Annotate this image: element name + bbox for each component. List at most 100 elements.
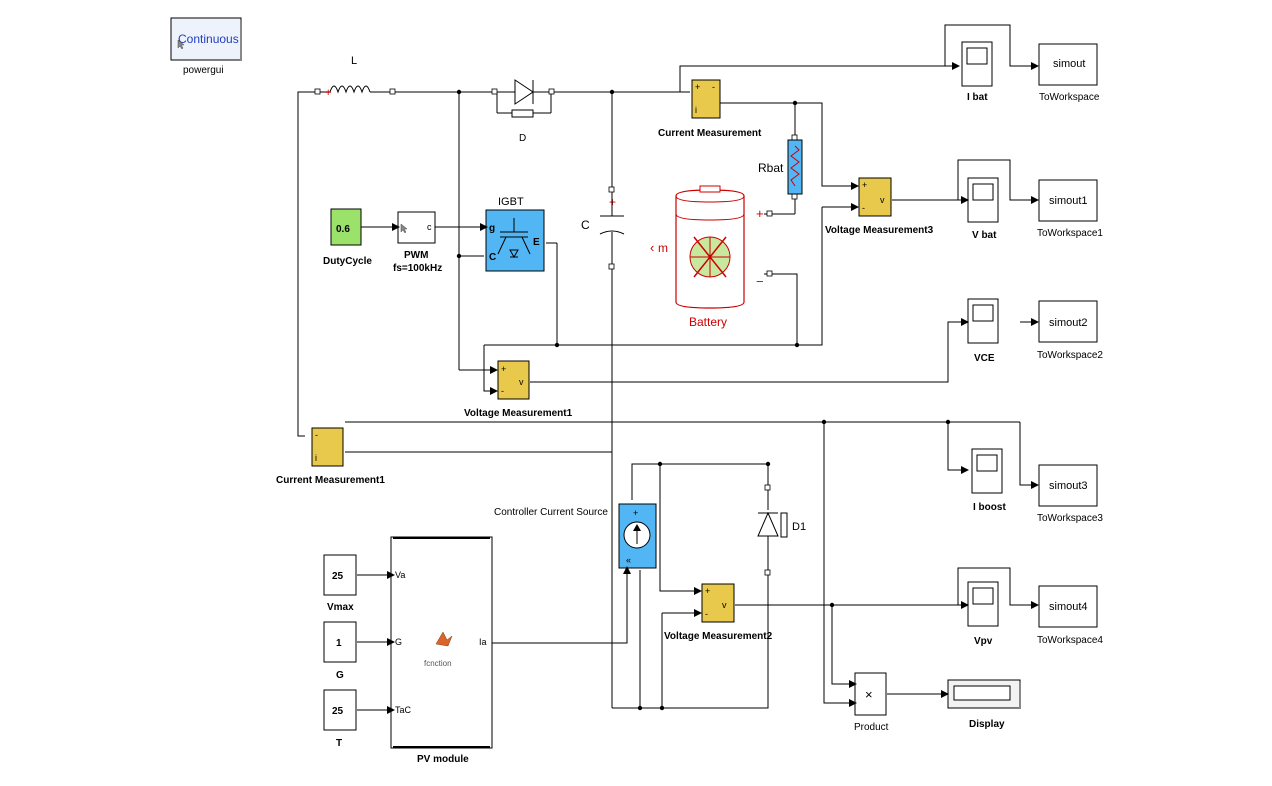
scope-vbat[interactable]: V bat: [967, 177, 999, 241]
duty-cycle-label: DutyCycle: [323, 256, 372, 267]
duty-cycle-block[interactable]: 0.6 DutyCycle: [323, 208, 372, 267]
cursor-icon: [400, 223, 408, 234]
igbt-title: IGBT: [498, 196, 524, 208]
rbat-label: Rbat: [758, 161, 784, 175]
duty-cycle-value: 0.6: [336, 224, 350, 235]
vm1-label: Voltage Measurement1: [464, 408, 573, 419]
to-workspace-4[interactable]: simout4 ToWorkspace4: [1037, 585, 1103, 646]
vmax-value: 25: [332, 571, 344, 582]
to-workspace-2-label: ToWorkspace2: [1037, 350, 1103, 361]
pv-port-va: Va: [395, 570, 405, 580]
diode-d-block[interactable]: D: [491, 79, 555, 144]
cm1-port-i: i: [315, 453, 317, 463]
battery-port-m-label: m: [658, 241, 668, 255]
scope-vpv-label: Vpv: [974, 636, 993, 647]
current-measurement-block[interactable]: + i - Current Measurement: [658, 79, 762, 139]
scope-iboost[interactable]: I boost: [971, 448, 1006, 513]
svg-text:+: +: [695, 82, 700, 92]
to-workspace-4-label: ToWorkspace4: [1037, 635, 1103, 646]
constant-t-block[interactable]: 25 T: [323, 689, 357, 749]
diode-d1-label: D1: [792, 521, 806, 533]
battery-gauge-icon: [689, 236, 731, 278]
t-label: T: [336, 738, 342, 749]
battery-minus: −: [756, 274, 764, 289]
product-block[interactable]: × Product: [854, 672, 889, 733]
product-label: Product: [854, 722, 889, 733]
vm2-label: Voltage Measurement2: [664, 631, 773, 642]
pv-port-tac: TaC: [395, 705, 412, 715]
pv-icon-text: fcnction: [424, 659, 452, 668]
svg-text:-: -: [862, 203, 865, 213]
capacitor-label: C: [581, 218, 590, 232]
to-workspace-3-var: simout3: [1049, 480, 1088, 492]
to-workspace-1-label: ToWorkspace1: [1037, 228, 1103, 239]
svg-text:+: +: [609, 195, 616, 209]
svg-text:-: -: [315, 430, 318, 440]
pwm-sublabel: fs=100kHz: [393, 263, 442, 274]
vm2-port-v: v: [722, 600, 727, 610]
current-measurement1-block[interactable]: - i Current Measurement1: [276, 427, 385, 486]
vm3-label: Voltage Measurement3: [825, 225, 934, 236]
g-value: 1: [336, 638, 342, 649]
svg-text:-: -: [705, 609, 708, 619]
scope-ibat[interactable]: I bat: [961, 41, 993, 103]
current-measurement-port-i: i: [695, 105, 697, 115]
to-workspace-3-label: ToWorkspace3: [1037, 513, 1103, 524]
svg-text:+: +: [705, 586, 710, 596]
voltage-measurement3-block[interactable]: + - v Voltage Measurement3: [825, 177, 934, 236]
to-workspace-2-var: simout2: [1049, 317, 1088, 329]
controlled-current-source-block[interactable]: + « Controller Current Source: [494, 503, 657, 569]
rbat-block[interactable]: Rbat: [758, 134, 803, 200]
pv-module-block[interactable]: Va G TaC Ia fcnction PV module: [390, 536, 493, 765]
display-block[interactable]: Display: [947, 679, 1021, 730]
to-workspace-1[interactable]: simout1 ToWorkspace1: [1037, 179, 1103, 239]
powergui-label: powergui: [183, 65, 224, 76]
powergui-block[interactable]: Continuous powergui: [170, 17, 242, 76]
to-workspace-3[interactable]: simout3 ToWorkspace3: [1037, 464, 1103, 524]
pwm-block[interactable]: c PWM fs=100kHz: [393, 211, 442, 274]
voltage-measurement2-block[interactable]: + - v Voltage Measurement2: [664, 583, 773, 642]
to-workspace-2[interactable]: simout2 ToWorkspace2: [1037, 300, 1103, 361]
constant-g-block[interactable]: 1 G: [323, 621, 357, 681]
matlab-logo-icon: [435, 631, 453, 647]
constant-vmax-block[interactable]: 25 Vmax: [323, 554, 357, 613]
svg-text:+: +: [325, 87, 331, 99]
powergui-mode: Continuous: [178, 32, 239, 46]
svg-text:+: +: [633, 508, 638, 518]
svg-text:+: +: [862, 180, 867, 190]
cursor-icon: [177, 39, 185, 50]
igbt-port-g: g: [489, 223, 495, 234]
cm1-label: Current Measurement1: [276, 475, 385, 486]
battery-plus: +: [756, 206, 764, 221]
display-label: Display: [969, 719, 1005, 730]
to-workspace-1-var: simout1: [1049, 195, 1088, 207]
vmax-label: Vmax: [327, 602, 354, 613]
battery-port-m: ‹: [650, 240, 654, 255]
scope-vce-label: VCE: [974, 353, 995, 364]
diode-d1-block[interactable]: D1: [757, 484, 806, 576]
igbt-port-c: C: [489, 252, 496, 263]
svg-text:«: «: [626, 555, 631, 565]
to-workspace-0-var: simout: [1053, 58, 1085, 70]
battery-block[interactable]: ‹ m + − Battery: [650, 185, 773, 329]
to-workspace-0[interactable]: simout ToWorkspace: [1038, 43, 1100, 103]
pv-port-g: G: [395, 637, 402, 647]
inductor-label: L: [351, 55, 357, 67]
battery-label: Battery: [689, 315, 727, 329]
to-workspace-4-var: simout4: [1049, 601, 1088, 613]
igbt-port-e: E: [533, 237, 540, 248]
scope-iboost-label: I boost: [973, 502, 1006, 513]
pv-port-ia: Ia: [479, 637, 487, 647]
inductor-block[interactable]: + L: [314, 55, 396, 99]
scope-vpv[interactable]: Vpv: [967, 581, 999, 647]
capacitor-block[interactable]: + C: [581, 186, 625, 270]
controlled-source-label: Controller Current Source: [494, 507, 608, 518]
igbt-block[interactable]: IGBT g C E: [485, 196, 545, 272]
pv-module-label: PV module: [417, 754, 469, 765]
wires: [297, 24, 1035, 711]
voltage-measurement1-block[interactable]: + - v Voltage Measurement1: [464, 360, 573, 419]
diode-d-label: D: [519, 133, 526, 144]
pwm-port-c: c: [427, 222, 432, 232]
scope-vce[interactable]: VCE: [967, 298, 999, 364]
transistor-icon: [497, 218, 531, 259]
